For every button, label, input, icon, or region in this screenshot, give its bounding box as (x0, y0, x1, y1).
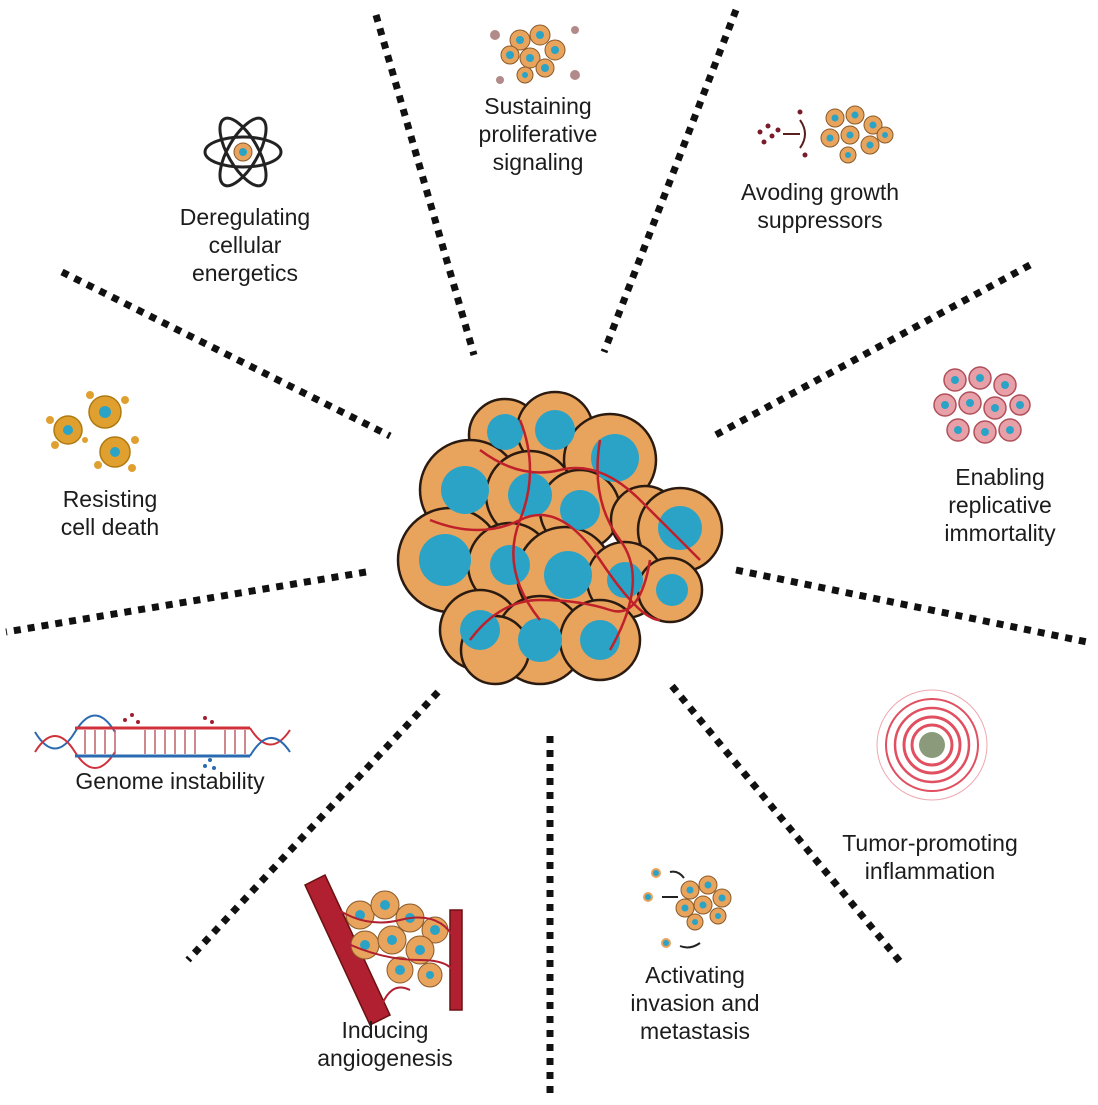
tumor-cell-cluster (396, 390, 724, 686)
blood-vessel-icon (304, 873, 463, 1027)
dna-helix-icon (34, 713, 291, 770)
divider-line (372, 14, 478, 356)
apoptosis-cells-icon (46, 391, 139, 472)
divider-line (600, 8, 740, 354)
label-energetics: Deregulating cellular energetics (179, 204, 311, 286)
label-immortality: Enabling replicative immortality (944, 464, 1056, 546)
divider-line (710, 261, 1032, 441)
immortal-cells-icon (933, 366, 1031, 444)
inflammation-rings-icon (876, 689, 988, 801)
divider-line (5, 568, 367, 636)
blocked-suppressor-icon (757, 105, 894, 164)
label-proliferative: Sustaining proliferative signaling (478, 93, 598, 175)
label-invasion: Activating invasion and metastasis (630, 962, 760, 1044)
cell-cluster-signaling-icon (490, 24, 580, 84)
label-cell-death: Resisting cell death (60, 486, 160, 540)
divider-line (669, 683, 905, 967)
divider-line (60, 268, 392, 440)
divider-line (735, 566, 1093, 647)
divider-lines (5, 8, 1093, 1100)
label-genome: Genome instability (75, 768, 265, 794)
metastasis-icon (643, 868, 732, 949)
atom-icon (203, 116, 283, 188)
label-growth-suppressors: Avoding growth suppressors (740, 179, 900, 233)
divider-line (185, 689, 441, 963)
label-angiogenesis: Inducing angiogenesis (317, 1017, 453, 1071)
label-inflammation: Tumor-promoting inflammation (842, 830, 1018, 884)
